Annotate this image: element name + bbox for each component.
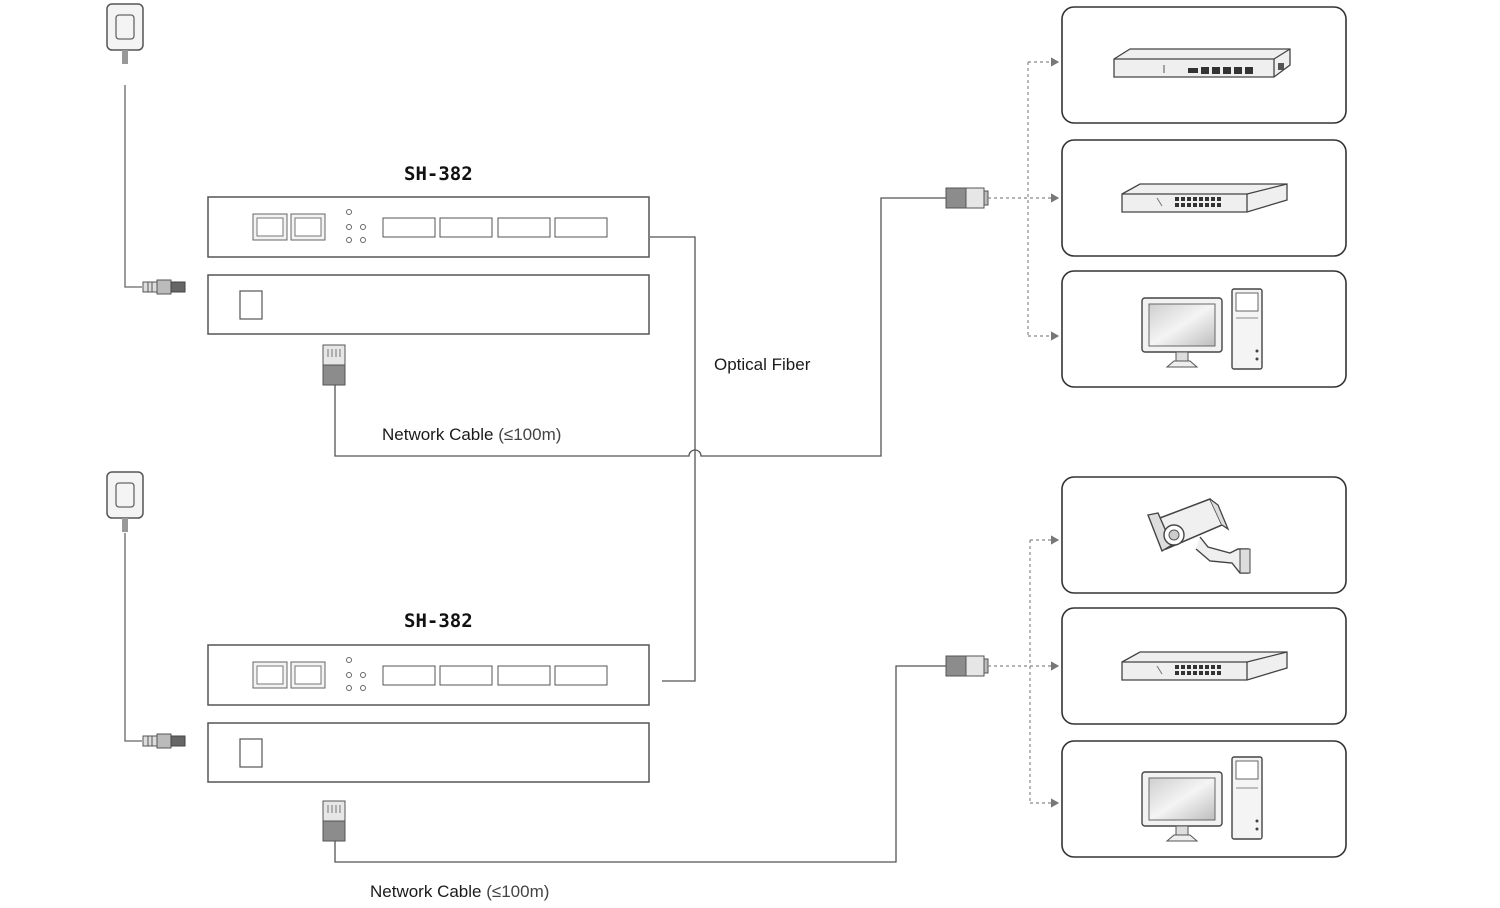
unit-1-network-cable-label: Network Cable (≤100m) [382, 425, 561, 445]
unit-1-model-title: SH-382 [404, 163, 473, 185]
unit-2-network-cable-label: Network Cable (≤100m) [370, 882, 549, 902]
router-device-box [1061, 6, 1347, 124]
unit-1-distribution-lines [988, 57, 1060, 341]
unit-2 [106, 471, 1060, 863]
unit-2-power-cable [124, 533, 142, 742]
unit-2-network-cable-text: Network Cable [370, 882, 482, 901]
switch-device-box-2 [1061, 607, 1347, 725]
switch-device-box-1 [1061, 139, 1347, 257]
desktop-computer-icon [1141, 288, 1263, 370]
unit-2-media-converter [207, 644, 650, 783]
unit-2-network-cable [334, 665, 946, 863]
unit-1-power-cable [124, 85, 142, 288]
router-icon [1113, 48, 1291, 78]
desktop-device-box-2 [1061, 740, 1347, 858]
camera-device-box [1061, 476, 1347, 594]
unit-1 [106, 3, 1060, 457]
unit-1-power-adapter-icon [106, 3, 144, 65]
switch-icon [1121, 183, 1288, 213]
unit-2-dc-plug-icon [142, 733, 186, 749]
desktop-computer-icon [1141, 756, 1263, 842]
unit-2-distribution-lines [988, 535, 1060, 808]
unit-1-media-converter [207, 196, 650, 335]
unit-1-network-cable-text: Network Cable [382, 425, 494, 444]
optical-fiber-label: Optical Fiber [714, 355, 811, 374]
unit-2-end-rj45-icon [945, 655, 989, 677]
unit-1-rj45-plug-icon [322, 344, 346, 386]
desktop-device-box-1 [1061, 270, 1347, 388]
unit-2-network-cable-spec: (≤100m) [486, 882, 550, 901]
ip-camera-icon [1147, 498, 1251, 574]
switch-icon [1121, 651, 1288, 681]
unit-2-rj45-plug-icon [322, 800, 346, 842]
unit-1-network-cable-spec: (≤100m) [498, 425, 562, 444]
unit-1-network-cable [334, 197, 946, 457]
unit-1-dc-plug-icon [142, 279, 186, 295]
unit-2-model-title: SH-382 [404, 610, 473, 632]
optical-fiber-line [650, 236, 696, 682]
unit-2-power-adapter-icon [106, 471, 144, 533]
unit-1-end-rj45-icon [945, 187, 989, 209]
